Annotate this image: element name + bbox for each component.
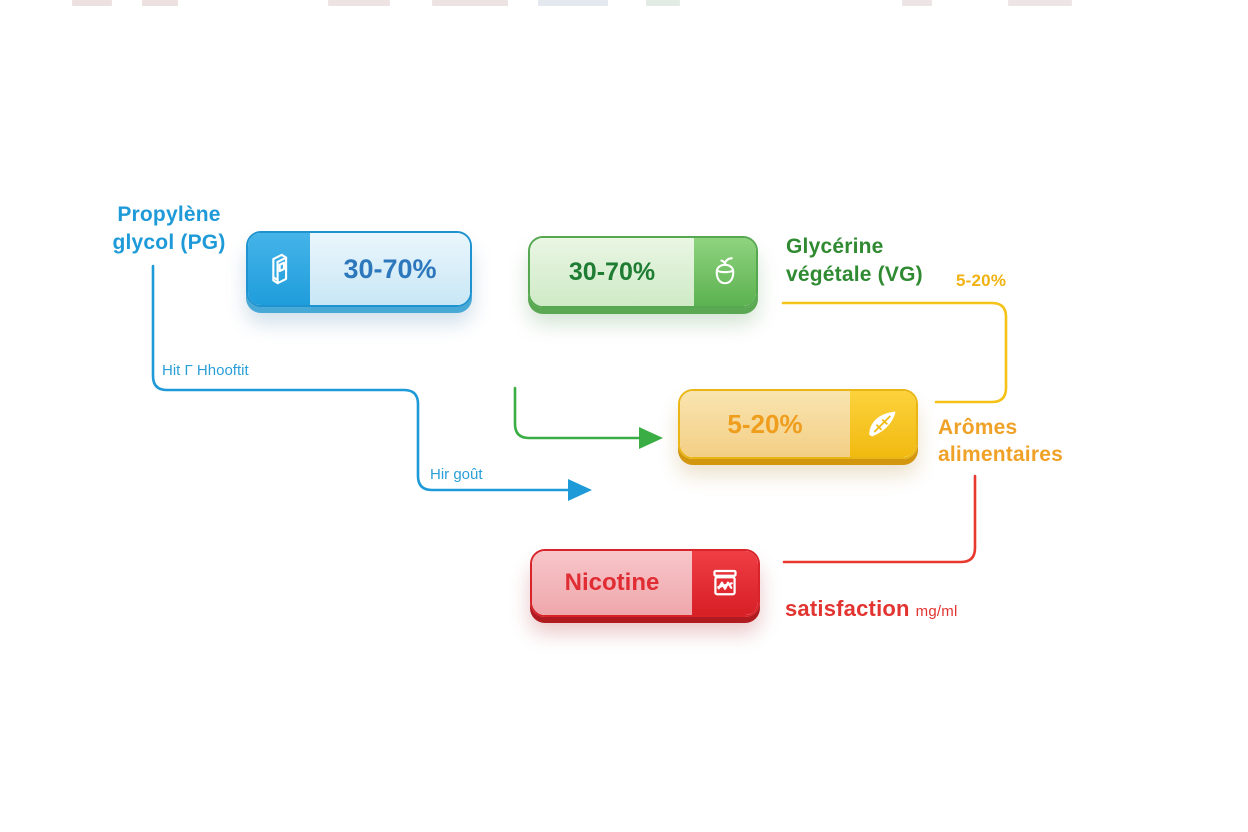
label-vegetable-glycerin: Glycérine végétale (VG) (786, 233, 923, 289)
jar-icon (692, 551, 758, 615)
label-food-flavorings: Arômes alimentaires (938, 414, 1063, 468)
pill-food-flavorings[interactable]: 5-20% (678, 389, 918, 459)
vg-connector (513, 386, 642, 440)
label-line: Glycérine (786, 235, 884, 258)
label-line: végétale (VG) (786, 263, 923, 286)
pill-propylene-glycol[interactable]: 30-70% (246, 231, 472, 307)
label-propylene-glycol: Propylène glycol (PG) (104, 201, 234, 257)
note-gout: Hir goût (430, 466, 483, 483)
pill-value: 5-20% (680, 391, 850, 457)
note-hit: Hit Γ Hhooftit (162, 362, 249, 379)
bottle-icon (248, 233, 310, 305)
cropped-text-fragment (328, 0, 390, 6)
label-satisfaction: satisfaction mg/ml (785, 596, 958, 625)
label-flavor-percentage: 5-20% (956, 271, 1007, 290)
cropped-text-fragment (142, 0, 178, 6)
flavor-connector (781, 301, 1008, 404)
satisfaction-unit: mg/ml (915, 603, 958, 620)
cropped-text-fragment (538, 0, 608, 6)
label-line: glycol (PG) (112, 231, 226, 254)
label-line: Propylène (117, 203, 221, 226)
pill-value: Nicotine (532, 551, 692, 615)
satisfaction-text: satisfaction (785, 596, 910, 621)
leaf-icon (850, 391, 916, 457)
pill-value: 30-70% (310, 233, 470, 305)
apple-icon (694, 238, 756, 306)
nicotine-connector (782, 474, 977, 564)
pill-value: 30-70% (530, 238, 694, 306)
pill-nicotine[interactable]: Nicotine (530, 549, 760, 617)
cropped-text-fragment (646, 0, 680, 6)
cropped-text-fragment (1008, 0, 1072, 6)
pg-arrowhead (568, 479, 592, 501)
label-line: alimentaires (938, 443, 1063, 466)
cropped-text-fragment (72, 0, 112, 6)
vg-arrowhead (639, 427, 663, 449)
cropped-text-fragment (432, 0, 508, 6)
pill-vegetable-glycerin[interactable]: 30-70% (528, 236, 758, 308)
label-line: Arômes (938, 416, 1018, 439)
cropped-text-fragment (902, 0, 932, 6)
